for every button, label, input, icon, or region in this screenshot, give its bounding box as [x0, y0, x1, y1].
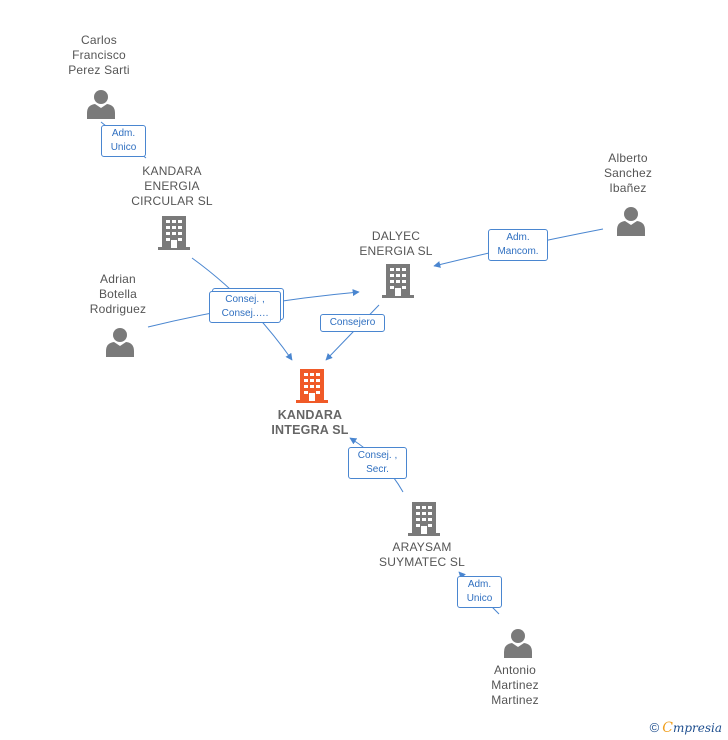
edge-label-adm-mancom[interactable]: Adm. Mancom.	[488, 229, 548, 261]
edge-label-consejero[interactable]: Consejero	[320, 314, 385, 332]
main-building-icon[interactable]	[296, 369, 328, 403]
person-icon[interactable]	[504, 628, 532, 658]
node-label-kandara-energia-circular[interactable]: KANDARA ENERGIA CIRCULAR SL	[131, 164, 213, 208]
person-icon[interactable]	[106, 327, 134, 357]
edge-label-consej-secr[interactable]: Consej. , Secr.	[348, 447, 407, 479]
brand-logo-text: mpresia	[672, 721, 722, 735]
node-label-kandara-integra[interactable]: KANDARA INTEGRA SL	[271, 408, 349, 437]
node-label-araysam[interactable]: ARAYSAM SUYMATEC SL	[379, 540, 465, 569]
building-icon[interactable]	[158, 216, 190, 250]
edge-label-adm-unico[interactable]: Adm. Unico	[457, 576, 502, 608]
building-icon[interactable]	[408, 502, 440, 536]
person-icon[interactable]	[617, 206, 645, 236]
node-label-carlos[interactable]: Carlos Francisco Perez Sarti	[68, 33, 130, 77]
edge-label-consej-consej[interactable]: Consej. , Consej.….	[209, 291, 281, 323]
building-icon[interactable]	[382, 264, 414, 298]
node-label-antonio[interactable]: Antonio Martinez Martinez	[491, 663, 539, 707]
empresia-footer: ©Cmpresia	[650, 720, 722, 736]
copyright-symbol: ©	[649, 720, 660, 735]
person-icon[interactable]	[87, 89, 115, 119]
node-label-dalyec[interactable]: DALYEC ENERGIA SL	[359, 229, 433, 258]
edge-label-adm-unico[interactable]: Adm. Unico	[101, 125, 146, 157]
brand-logo-initial: C	[662, 720, 673, 736]
node-label-adrian[interactable]: Adrian Botella Rodriguez	[89, 272, 147, 316]
node-label-alberto[interactable]: Alberto Sanchez Ibañez	[603, 151, 653, 195]
